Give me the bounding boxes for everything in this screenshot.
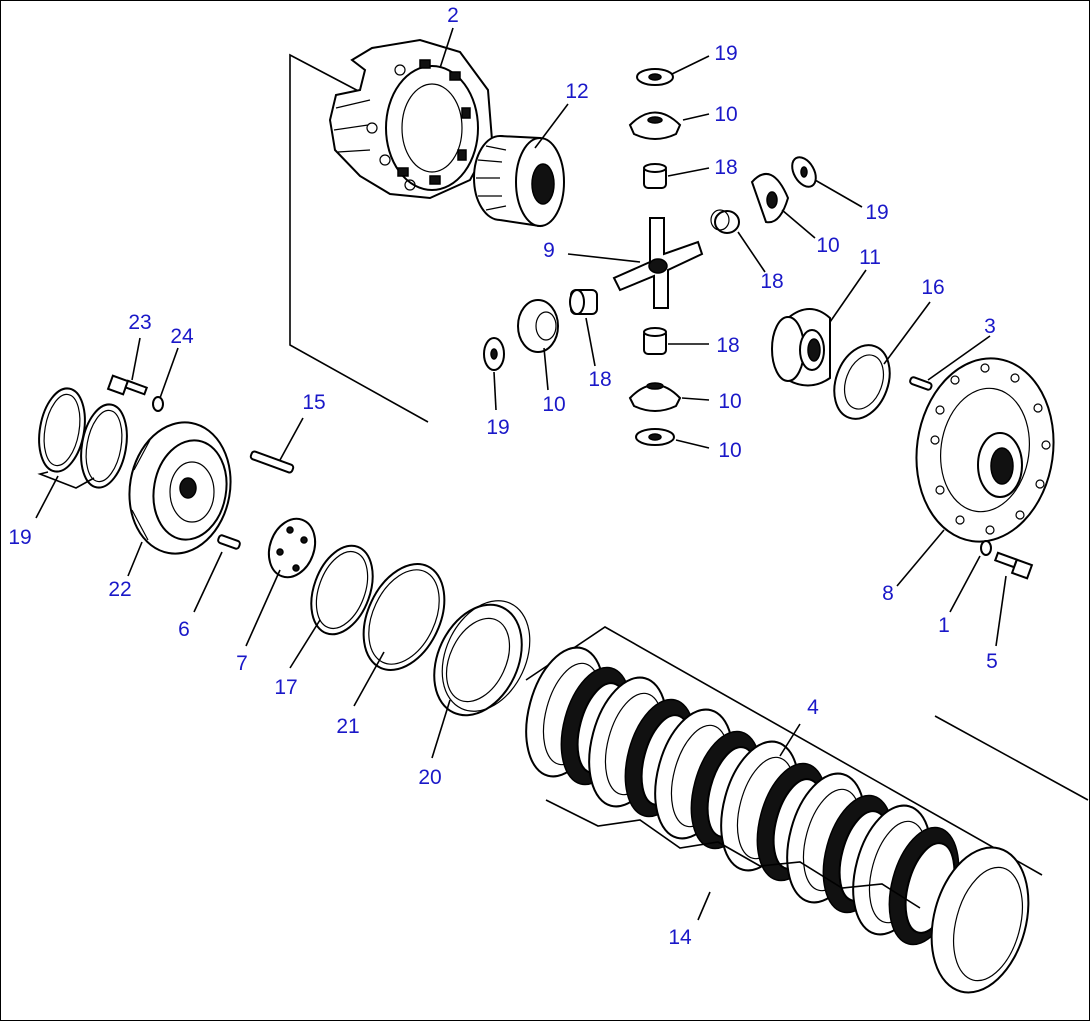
part-17-plate (267, 517, 317, 579)
part-19-thrust-washer-top (636, 68, 674, 86)
part-16-thrust-washer (833, 344, 891, 420)
callout-10: 10 (542, 393, 565, 416)
callout-18: 18 (714, 156, 737, 179)
callout-3: 3 (984, 315, 996, 338)
callout-18: 18 (760, 270, 783, 293)
part-8-piston (433, 600, 531, 717)
callout-7: 6 (178, 618, 190, 641)
part-7-pin (217, 534, 241, 550)
part-22-seal-rings (37, 387, 128, 489)
callout-22: 19 (8, 526, 31, 549)
part-6-piston-housing (128, 421, 232, 555)
callout-23: 23 (128, 311, 151, 334)
callout-10: 10 (816, 234, 839, 257)
part-13-14-clutch-pack (525, 626, 1043, 994)
part-19-thrust-washer-left (483, 337, 505, 371)
callout-13: 14 (668, 926, 692, 949)
part-23-bolt (106, 374, 149, 396)
callout-16: 16 (921, 276, 944, 299)
callout-18: 18 (588, 368, 611, 391)
part-1-case-cover (915, 357, 1055, 543)
callout-19: 19 (865, 201, 888, 224)
part-21-snap-ring (310, 544, 374, 636)
part-19-thrust-washer-bottom (635, 428, 675, 446)
callout-11: 11 (859, 246, 881, 269)
callout-6: 22 (108, 578, 131, 601)
callout-1: 8 (882, 582, 894, 605)
part-18-bushing-bottom (643, 327, 667, 355)
assembly-boundary (289, 53, 1089, 801)
part-2-differential-case (328, 38, 494, 200)
callout-24: 24 (170, 325, 194, 348)
callout-10: 10 (718, 390, 741, 413)
callout-15: 15 (302, 391, 325, 414)
callout-2: 2 (447, 4, 459, 27)
part-18-bushing-left (569, 289, 598, 315)
part-20-seal-ring (362, 563, 446, 671)
part-9-spider (612, 217, 704, 309)
part-12-side-gear (473, 135, 565, 228)
callout-labels: 2 12 19 10 18 19 10 9 18 11 16 3 23 24 1… (8, 4, 998, 949)
callout-12: 12 (565, 80, 588, 103)
part-18-bushing-top (643, 163, 667, 189)
part-3-pin (909, 376, 933, 391)
callout-19: 19 (714, 42, 737, 65)
callout-17: 7 (236, 652, 248, 675)
part-10-pinion-top (628, 111, 682, 140)
callout-19: 19 (486, 416, 509, 439)
part-18-bushing-right (710, 209, 740, 234)
callout-19: 10 (718, 439, 741, 462)
clutch-plate-end (930, 846, 1030, 994)
leader-lines (35, 27, 1007, 921)
callout-8: 20 (418, 766, 441, 789)
callout-20: 21 (336, 715, 359, 738)
part-4-bolt (993, 551, 1034, 580)
callout-4: 5 (986, 650, 998, 673)
callout-18: 18 (716, 334, 739, 357)
callout-5: 1 (938, 614, 950, 637)
callout-14: 4 (807, 696, 819, 719)
callout-9: 9 (543, 239, 555, 262)
part-15-dowel-pin (249, 450, 295, 474)
part-10-pinion-left (517, 299, 559, 353)
part-10-pinion-bottom (628, 382, 682, 412)
callout-10: 10 (714, 103, 737, 126)
part-11-side-gear (771, 308, 831, 387)
part-5-lock-washer (980, 540, 992, 556)
callout-21: 17 (274, 676, 297, 699)
part-24-lock-washer (152, 396, 164, 412)
part-19-thrust-washer-right (791, 156, 817, 188)
part-10-pinion-right (750, 172, 790, 224)
